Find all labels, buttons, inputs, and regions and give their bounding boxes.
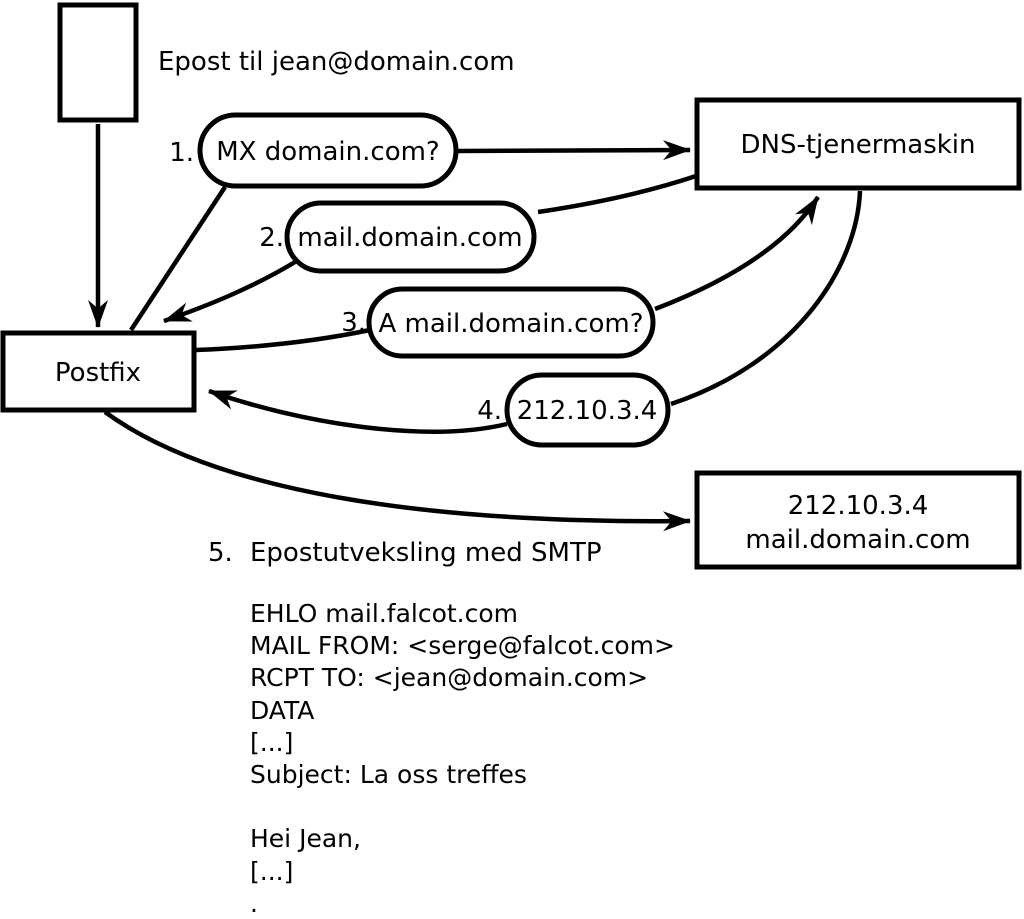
- envelope-icon: [57, 2, 139, 123]
- postfix-label: Postfix: [55, 358, 141, 388]
- arrow-postfix-to-destination: [103, 410, 691, 532]
- step2-label: mail.domain.com: [297, 223, 522, 253]
- dns-server-label: DNS-tjenermaskin: [740, 130, 975, 160]
- step3-label: A mail.domain.com?: [379, 309, 644, 339]
- query-pill-1: [197, 112, 459, 189]
- step3-number: 3.: [341, 308, 366, 338]
- line-postfix-to-pill1: [129, 185, 227, 332]
- arrow-pill4-to-postfix: [208, 388, 508, 434]
- answer-pill-4: [504, 372, 671, 448]
- destination-ip-label: 212.10.3.4: [788, 491, 929, 521]
- dns-server-box: [694, 97, 1022, 191]
- arrow-pill1-to-dns: [457, 140, 691, 161]
- step4-number: 4.: [477, 396, 502, 426]
- postfix-box: [0, 330, 197, 413]
- step1-number: 1.: [169, 138, 194, 168]
- line-dns-to-pill4: [670, 190, 863, 407]
- step1-label: MX domain.com?: [216, 137, 439, 167]
- smtp-session-text: EHLO mail.falcot.com MAIL FROM: <serge@f…: [250, 599, 675, 918]
- step5-label: Epostutveksling med SMTP: [250, 538, 602, 568]
- answer-pill-2: [284, 200, 537, 274]
- destination-host-label: mail.domain.com: [745, 525, 970, 555]
- step2-number: 2.: [259, 223, 284, 253]
- destination-server-box: [694, 470, 1022, 570]
- line-dns-to-pill2: [537, 173, 697, 215]
- step5-number: 5.: [208, 538, 233, 568]
- query-pill-3: [366, 286, 656, 359]
- arrow-pill3-to-dns: [654, 195, 820, 312]
- diagram-title: Epost til jean@domain.com: [158, 47, 515, 77]
- line-postfix-to-pill3: [195, 327, 371, 353]
- arrow-pill2-to-postfix: [163, 260, 297, 324]
- step4-label: 212.10.3.4: [517, 396, 658, 426]
